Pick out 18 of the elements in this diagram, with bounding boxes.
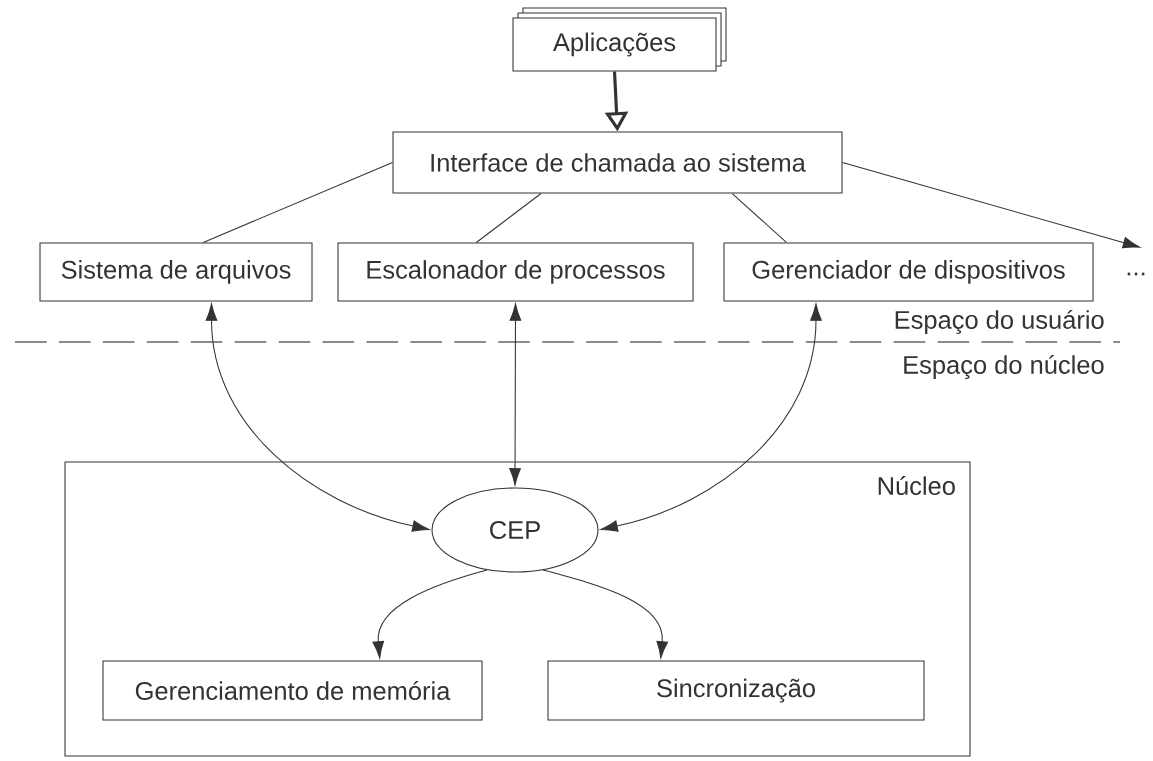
arrow <box>600 303 822 532</box>
arrow <box>205 303 430 532</box>
process-box: Sincronização <box>547 660 925 721</box>
process-box: Gerenciador de dispositivos <box>723 242 1094 302</box>
connector-line <box>475 193 542 243</box>
connector-line <box>731 193 787 243</box>
process-box: Escalonador de processos <box>337 242 694 302</box>
arrow <box>542 569 669 659</box>
ellipsis-text: ... <box>1127 272 1145 276</box>
arrow <box>372 569 488 659</box>
arrow <box>842 161 1141 249</box>
process-box: Interface de chamada ao sistema <box>392 131 843 194</box>
arrow <box>509 303 522 486</box>
connector-line <box>202 161 393 243</box>
stacked-box: Aplicações <box>512 7 727 72</box>
process-box: Gerenciamento de memória <box>102 660 483 721</box>
process-box: Sistema de arquivos <box>39 242 313 302</box>
region-label: Espaço do núcleo <box>904 354 1104 380</box>
